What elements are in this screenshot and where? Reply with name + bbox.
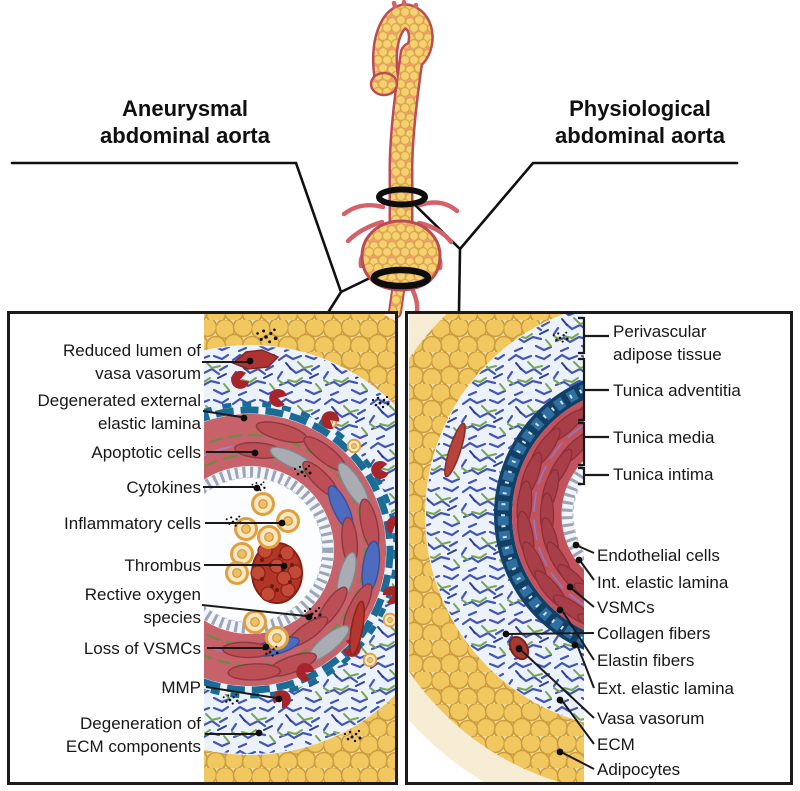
label-tunica-adventitia: Tunica adventitia [613,381,741,400]
layer-brackets [578,316,609,486]
label-adipocytes: Adipocytes [597,760,681,779]
vessel-streak [444,422,466,478]
label-collagen-fibers: Collagen fibers [597,624,711,643]
label-int-elastic-lamina: Int. elastic lamina [597,573,729,592]
left-title: Aneurysmal abdominal aorta [100,96,270,148]
vsmc-lenses [221,421,381,681]
label-ecm: ECM [597,735,635,754]
label-perivascular-adipose-tissue: Perivascular adipose tissue [613,322,722,364]
label-endothelial-cells: Endothelial cells [597,546,720,565]
left-panel-border [7,311,398,785]
lower-marker-ring [370,266,432,290]
media-ring [512,399,584,631]
right-title: Physiological abdominal aorta [555,96,725,148]
aortic-root [369,71,399,97]
right-leader-dots [502,541,583,756]
label-mmp: MMP [161,678,201,697]
label-reactive-oxygen-species: Rective oxygen species [84,585,201,627]
upper-marker-ring [376,186,428,208]
label-tunica-intima: Tunica intima [613,465,714,484]
adventitia-ring [426,314,584,722]
thrombus [250,542,303,604]
label-degenerated-external-elastic-lamina: Degenerated external elastic lamina [37,391,201,433]
vsmc-lenses [516,394,584,636]
label-inflammatory-cells: Inflammatory cells [64,514,201,533]
left-leader-lines [201,361,307,735]
label-tunica-media: Tunica media [613,428,715,447]
right-panel-border [405,311,793,785]
label-degeneration-of-ecm-components: Degeneration of ECM components [65,714,201,756]
label-vsmcs: VSMCs [597,598,655,617]
aneurysmal-cross-section [204,314,396,783]
right-title-connector [412,161,739,313]
label-apoptotic-cells: Apoptotic cells [91,443,201,462]
label-thrombus: Thrombus [124,556,201,575]
left-title-connector [10,161,376,313]
label-ext-elastic-lamina: Ext. elastic lamina [597,679,734,698]
label-loss-of-vsmcs: Loss of VSMCs [83,639,201,658]
vessel-streak [349,600,365,656]
degenerated-elastic-lamina [204,406,394,694]
intima-scallop-ring [561,460,584,570]
left-leader-dots [240,357,313,737]
lumen [574,480,584,550]
adventitia-ring [204,346,396,754]
physiological-cross-section [409,314,584,783]
label-cytokines: Cytokines [126,478,201,497]
label-reduced-lumen-of-vasa-vasorum: Reduced lumen of vasa vasorum [63,341,201,383]
label-vasa-vasorum: Vasa vasorum [597,709,705,728]
label-elastin-fibers: Elastin fibers [597,651,695,670]
media-ring [204,414,386,686]
right-leader-lines [508,545,595,770]
aorta-illustration [341,0,460,319]
reduced-vasa-vasorum [231,349,280,370]
